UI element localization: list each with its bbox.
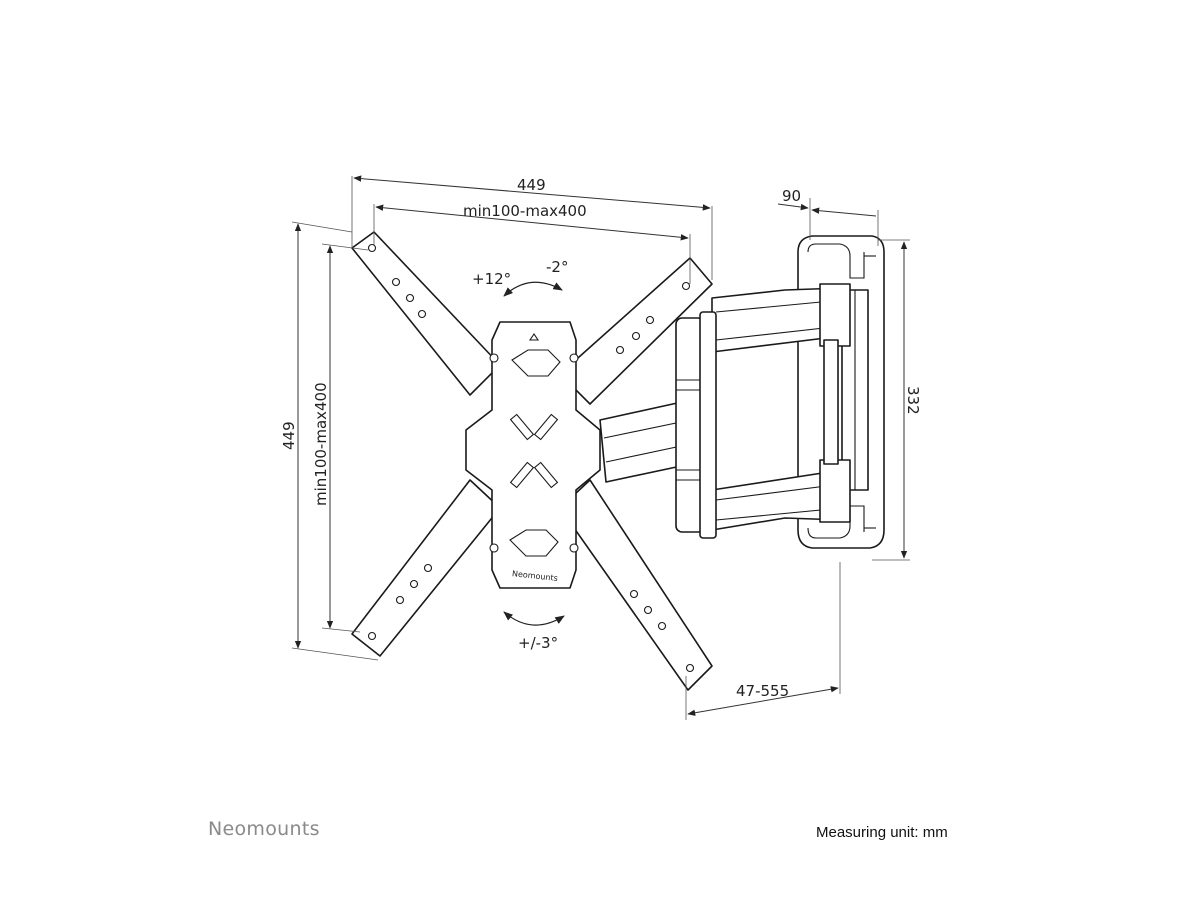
dim-vesa-width: min100-max400 — [373, 202, 691, 284]
arm-mounting-holes — [367, 243, 695, 673]
tilt-up-label: +12° — [472, 270, 511, 288]
tilt-down-label: -2° — [546, 258, 568, 276]
dim-vesa-height: min100-max400 — [312, 243, 369, 633]
hinge-column — [675, 311, 717, 539]
dim-overall-height-label: 449 — [280, 421, 298, 450]
dim-vesa-width-label: min100-max400 — [463, 202, 587, 220]
rotation-label: +/-3° — [518, 634, 558, 652]
measuring-unit-note: Measuring unit: mm — [816, 824, 948, 841]
dim-wall-plate-depth: 90 — [777, 187, 879, 246]
dim-wall-plate-depth-label: 90 — [782, 187, 801, 205]
swing-arms — [599, 283, 851, 531]
rotation-indicator: +/-3° — [503, 611, 565, 652]
dim-vesa-height-label: min100-max400 — [312, 382, 330, 506]
dim-arm-extension: 47-555 — [685, 562, 841, 720]
dim-wall-plate-height-label: 332 — [904, 386, 922, 415]
dim-arm-extension-label: 47-555 — [736, 682, 789, 700]
dim-overall-height: 449 — [280, 221, 379, 661]
footer-brand-logo: Neomounts — [208, 818, 320, 840]
vesa-center-plate: Neomounts — [465, 321, 601, 589]
tilt-indicator: +12° -2° — [472, 258, 568, 297]
dim-overall-width-label: 449 — [517, 176, 546, 194]
dim-wall-plate-height: 332 — [872, 239, 922, 561]
dim-overall-width: 449 — [351, 175, 713, 280]
